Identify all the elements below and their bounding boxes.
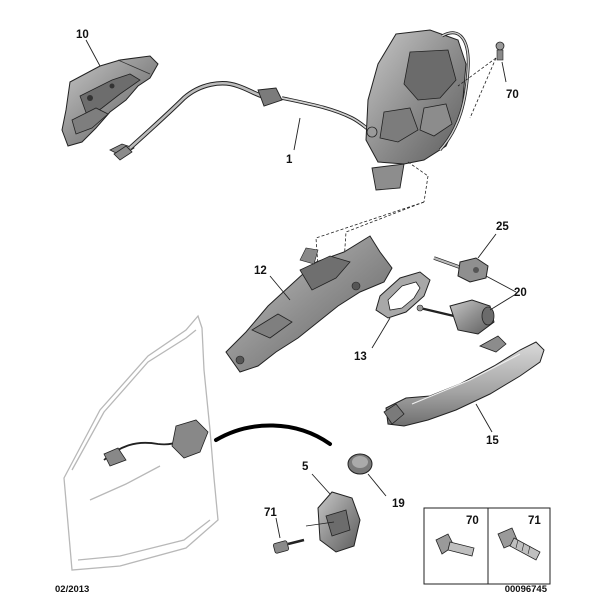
callout-5: 5 (302, 461, 309, 473)
inset-callout-71: 71 (528, 515, 541, 527)
leader-line-71 (275, 517, 281, 539)
handle-gasket-part (375, 271, 431, 319)
bolt-71-part (272, 538, 305, 554)
inner-handle-bracket-part (61, 55, 159, 157)
diagram-date: 02/2013 (55, 584, 90, 595)
inset-screw-70 (435, 533, 475, 557)
leader-line-15 (475, 403, 493, 433)
leader-line-70 (501, 61, 507, 83)
front-door-outline (63, 314, 219, 571)
detail-swoosh (214, 423, 332, 446)
inset-screw-71 (497, 527, 541, 561)
leader-line-19 (367, 473, 387, 497)
callout-12: 12 (254, 265, 267, 277)
callout-10: 10 (76, 29, 89, 41)
callout-13: 13 (354, 351, 367, 363)
callout-15: 15 (486, 435, 499, 447)
callout-70: 70 (506, 89, 519, 101)
callout-1: 1 (286, 154, 293, 166)
callout-19: 19 (392, 498, 405, 510)
diagram-reference-number: 00096745 (504, 584, 547, 595)
leader-lines-20 (485, 275, 517, 311)
leader-line-10 (85, 39, 101, 67)
plug-part (347, 453, 373, 475)
callout-25: 25 (496, 221, 509, 233)
control-cable-part (113, 81, 373, 161)
leader-line-1 (293, 117, 301, 151)
door-inner-mechanism (103, 419, 209, 467)
fastener-inset-box (423, 507, 551, 585)
assembly-dashed-lines (315, 201, 425, 267)
leader-lines-70 (407, 57, 497, 203)
screw-70-part (495, 41, 505, 61)
lock-cylinder-part (416, 299, 495, 335)
leader-line-12 (269, 275, 291, 301)
inset-callout-70: 70 (466, 515, 479, 527)
leader-line-13 (371, 317, 391, 349)
leader-line-25 (477, 233, 497, 259)
outside-door-handle-part (383, 335, 545, 427)
callout-71: 71 (264, 507, 277, 519)
leader-line-5 (311, 473, 331, 495)
door-striker-part (305, 491, 361, 553)
key-part (433, 256, 489, 283)
outer-handle-bracket-part (225, 235, 393, 373)
door-lock-mechanism-part (365, 29, 470, 191)
callout-20: 20 (514, 287, 527, 299)
